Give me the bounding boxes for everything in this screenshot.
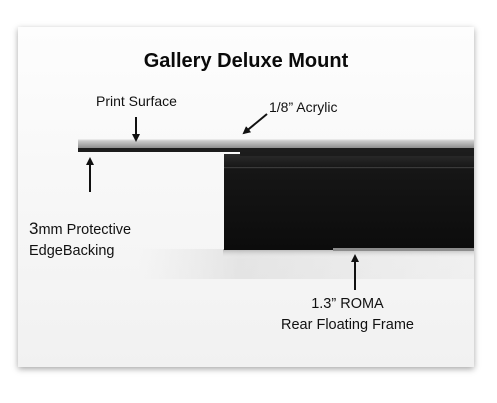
arrow-acrylic [242, 113, 268, 135]
frame-shadow [223, 249, 474, 259]
roma-frame-base [333, 248, 474, 251]
roma-frame [224, 154, 474, 250]
label-edge-backing-rest: mm Protective [38, 222, 132, 238]
acrylic-top-edge [78, 139, 474, 141]
label-edge-backing-line1: 3mm Protective [29, 218, 131, 241]
label-roma-frame: 1.3” ROMA Rear Floating Frame [281, 294, 414, 336]
mount-illustration [78, 113, 474, 290]
label-roma-line2: Rear Floating Frame [281, 317, 414, 333]
label-roma-line1: 1.3” ROMA [311, 296, 384, 312]
label-edge-backing-number: 3 [29, 219, 39, 238]
diagram-title: Gallery Deluxe Mount [143, 50, 349, 72]
label-print-surface: Print Surface [96, 93, 177, 109]
roma-frame-lip [240, 151, 474, 156]
label-edge-backing: 3mm Protective EdgeBacking [29, 218, 131, 262]
acrylic-sheet [78, 139, 474, 148]
label-acrylic: 1/8” Acrylic [269, 99, 338, 115]
label-edge-backing-line2: EdgeBacking [29, 243, 115, 259]
edge-backing [78, 147, 474, 152]
roma-frame-highlight [224, 167, 474, 169]
diagram-card: Gallery Deluxe Mount Print Surface 1/8” … [18, 27, 474, 367]
